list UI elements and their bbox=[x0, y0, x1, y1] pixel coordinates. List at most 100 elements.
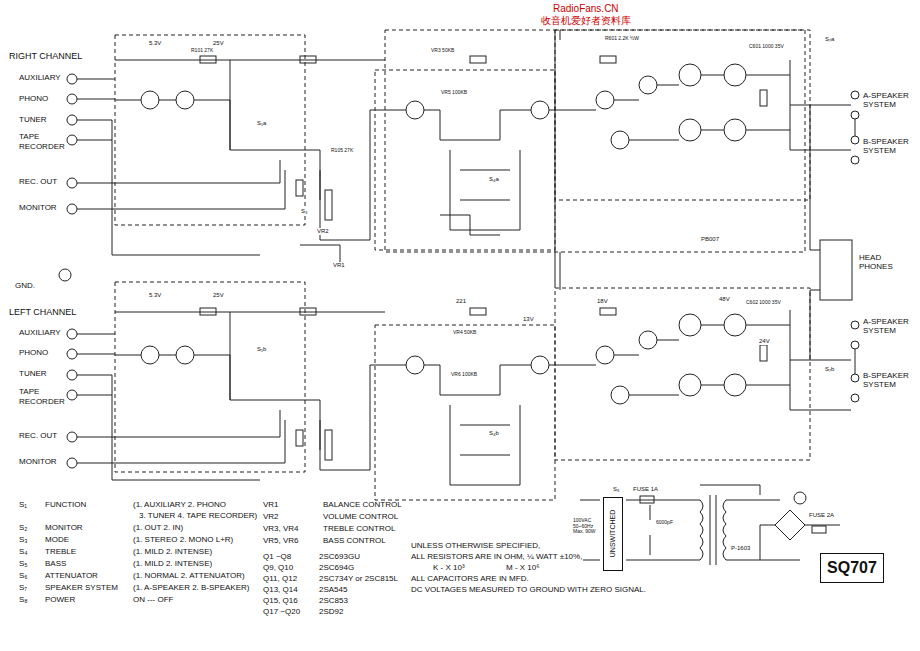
schematic-label: S₄ bbox=[18, 548, 29, 557]
schematic-label: VR4 50KB bbox=[452, 330, 477, 336]
transistor-symbols bbox=[141, 64, 746, 404]
box-text: SQ707 bbox=[821, 559, 883, 577]
schematic-label: B-SPEAKER SYSTEM bbox=[862, 138, 920, 156]
schematic-label: (1. STEREO 2. MONO L+R) bbox=[132, 536, 234, 545]
schematic-label: S₆ bbox=[18, 572, 29, 581]
schematic-label: S₇b bbox=[824, 366, 835, 373]
schematic-label: SPEAKER SYSTEM bbox=[44, 584, 119, 593]
schematic-label: VR2 bbox=[316, 228, 330, 235]
schematic-label: FUSE 1A bbox=[632, 486, 659, 493]
schematic-label: 100VAC 50~60Hz Max. 90W bbox=[572, 518, 602, 535]
schematic-label: UNLESS OTHERWISE SPECIFIED, bbox=[410, 542, 541, 551]
schematic-label: Q17 ~Q20 bbox=[262, 608, 301, 617]
schematic-label: 48V bbox=[718, 296, 731, 303]
schematic-label: MONITOR bbox=[44, 524, 84, 533]
schematic-label: RECORDER bbox=[18, 143, 66, 152]
board-outlines bbox=[115, 30, 810, 500]
schematic-label: VR3 50KB bbox=[430, 48, 455, 54]
schematic-label: PHONO bbox=[18, 95, 49, 104]
schematic-label: 13V bbox=[522, 316, 535, 323]
schematic-label: DC VOLTAGES MEASURED TO GROUND WITH ZERO… bbox=[410, 586, 647, 595]
schematic-label: RECORDER bbox=[18, 398, 66, 407]
schematic-label: FUNCTION bbox=[44, 501, 87, 510]
schematic-label: Q13, Q14 bbox=[262, 586, 299, 595]
schematic-label: TAPE bbox=[18, 388, 40, 397]
schematic-label: (1. AUXILIARY 2. PHONO bbox=[132, 501, 227, 510]
schematic-label: 2SA545 bbox=[318, 586, 348, 595]
schematic-label: C601 1000 35V bbox=[748, 44, 785, 50]
schematic-label: AUXILIARY bbox=[18, 329, 62, 338]
schematic-label: 221 bbox=[455, 298, 467, 305]
schematic-label: 2SC693GU bbox=[318, 553, 361, 562]
schematic-label: (1. NORMAL 2. ATTENUATOR) bbox=[132, 572, 246, 581]
schematic-label: (1. MILD 2. INTENSE) bbox=[132, 548, 213, 557]
schematic-label: Q15, Q16 bbox=[262, 597, 299, 606]
schematic-label: K - X 10³ bbox=[432, 564, 466, 573]
schematic-label: B-SPEAKER SYSTEM bbox=[862, 372, 920, 390]
signal-wiring bbox=[115, 30, 840, 485]
input-wiring bbox=[77, 79, 285, 480]
output-terminals bbox=[810, 91, 859, 410]
schematic-label: PB007 bbox=[700, 236, 720, 243]
schematic-label: TREBLE CONTROL bbox=[322, 525, 396, 534]
schematic-label: 2SC853 bbox=[318, 597, 349, 606]
schematic-label: PHONO bbox=[18, 349, 49, 358]
schematic-label: AUXILIARY bbox=[18, 74, 62, 83]
model-box: SQ707 bbox=[820, 553, 884, 583]
schematic-label: 2SD92 bbox=[318, 608, 344, 617]
schematic-label: C602 1000 35V bbox=[745, 300, 782, 306]
schematic-label: R101 27K bbox=[190, 48, 214, 54]
input-jacks bbox=[59, 74, 77, 468]
schematic-label: BALANCE CONTROL bbox=[322, 501, 403, 510]
schematic-label: TUNER bbox=[18, 116, 48, 125]
schematic-label: R601 2.2K ½W bbox=[604, 36, 640, 42]
schematic-label: LEFT CHANNEL bbox=[8, 308, 77, 318]
schematic-label: A-SPEAKER SYSTEM bbox=[862, 92, 920, 110]
schematic-label: (1. A-SPEAKER 2. B-SPEAKER) bbox=[132, 584, 250, 593]
schematic-label: TAPE bbox=[18, 133, 40, 142]
schematic-label: BASS CONTROL bbox=[322, 537, 387, 546]
schematic-label: S₂ bbox=[18, 524, 28, 533]
schematic-label: (1. OUT 2. IN) bbox=[132, 524, 184, 533]
schematic-label: S₃ bbox=[300, 208, 308, 215]
schematic-label: A-SPEAKER SYSTEM bbox=[862, 318, 920, 336]
schematic-label: S₁ bbox=[18, 501, 28, 510]
schematic-label: BASS bbox=[44, 560, 67, 569]
schematic-label: (1. MILD 2. INTENSE) bbox=[132, 560, 213, 569]
schematic-label: 5.3V bbox=[148, 292, 162, 299]
schematic-label: RadioFans.CN bbox=[552, 3, 620, 14]
schematic-label: ALL CAPACITORS ARE IN MFD. bbox=[410, 575, 530, 584]
schematic-label: ALL RESISTORS ARE IN OHM, ¼ WATT ±10%, bbox=[410, 553, 583, 562]
schematic-label: Q9, Q10 bbox=[262, 564, 294, 573]
schematic-label: REC. OUT bbox=[18, 178, 58, 187]
schematic-label: Q11, Q12 bbox=[262, 575, 298, 584]
schematic-label: S₅ bbox=[18, 560, 29, 569]
schematic-label: VR1 bbox=[262, 501, 280, 510]
schematic-label: S₁b bbox=[256, 346, 267, 353]
schematic-label: P-1603 bbox=[730, 545, 751, 552]
schematic-label: S₈ bbox=[18, 596, 29, 605]
schematic-label: VR5, VR6 bbox=[262, 537, 300, 546]
schematic-label: POWER bbox=[44, 596, 76, 605]
schematic-label: MONITOR bbox=[18, 204, 58, 213]
schematic-label: S₇a bbox=[824, 36, 835, 43]
schematic-label: 25V bbox=[212, 292, 225, 299]
schematic-label: VR3, VR4 bbox=[262, 525, 300, 534]
schematic-label: TREBLE bbox=[44, 548, 77, 557]
schematic-label: 2SC734Y or 2SC815L bbox=[318, 575, 399, 584]
schematic-label: S₇ bbox=[18, 584, 28, 593]
schematic-label: ON --- OFF bbox=[132, 596, 174, 605]
schematic-label: RIGHT CHANNEL bbox=[8, 52, 83, 62]
schematic-label: M - X 10⁶ bbox=[505, 564, 541, 573]
power-label-box: UNSWITCHED bbox=[603, 497, 623, 571]
schematic-label: 3. TUNER 4. TAPE RECORDER) bbox=[138, 512, 258, 521]
schematic-label: 18V bbox=[596, 298, 609, 305]
schematic-label: REC. OUT bbox=[18, 432, 58, 441]
schematic-label: GND. bbox=[14, 282, 36, 291]
schematic-label: 2SC694G bbox=[318, 564, 355, 573]
schematic-label: ATTENUATOR bbox=[44, 572, 99, 581]
schematic-label: S₃ bbox=[18, 536, 29, 545]
schematic-label: S₁a bbox=[256, 120, 267, 127]
schematic-label: VOLUME CONTROL bbox=[322, 513, 399, 522]
